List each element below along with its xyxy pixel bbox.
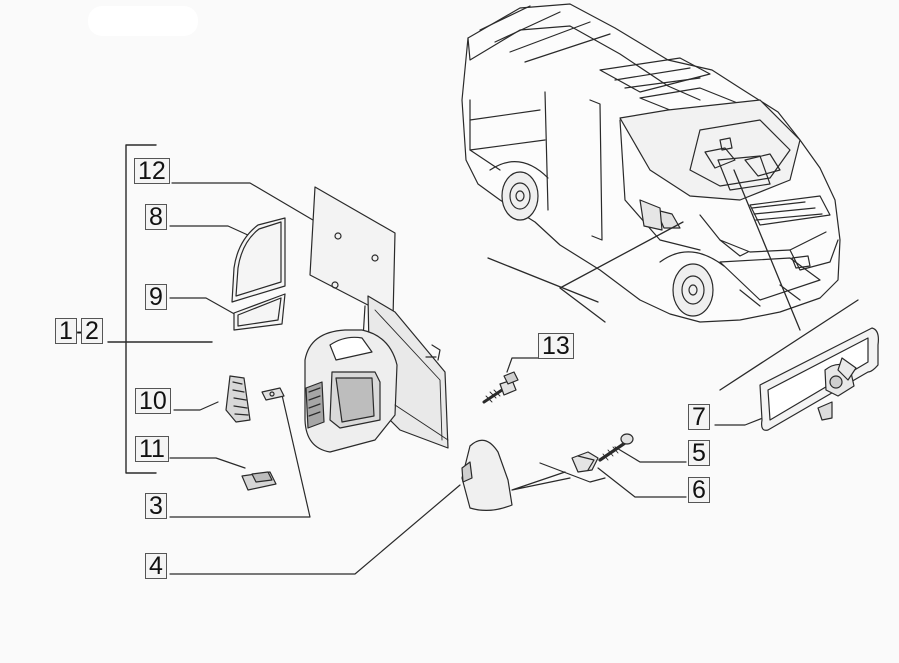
part-12-mounting-plate (309, 186, 396, 319)
part-9-lower-mirror-glass (233, 293, 286, 331)
callout-10: 10 (135, 388, 171, 414)
part-4-base-cover (461, 439, 513, 511)
part-8-upper-mirror-glass (231, 217, 286, 303)
callout-6: 6 (688, 477, 710, 503)
callout-2: 2 (81, 318, 103, 344)
part-5-screw (598, 433, 634, 462)
part-3-bulb (261, 387, 285, 401)
callout-5: 5 (688, 440, 710, 466)
header-blank-area (88, 6, 198, 36)
part-7-interior-mirror (759, 327, 879, 431)
mirror-assembly (304, 295, 449, 453)
callout-1: 1 (55, 318, 77, 344)
callout-11: 11 (135, 436, 169, 462)
callout-3: 3 (145, 493, 167, 519)
van-illustration (461, 3, 841, 323)
callout-9: 9 (145, 284, 167, 310)
van-leaders (487, 169, 859, 391)
callout-range-separator: - (76, 318, 84, 344)
part-13-bolt (482, 371, 519, 404)
callout-7: 7 (688, 404, 710, 430)
callout-4: 4 (145, 553, 167, 579)
part-6-clip (571, 451, 599, 473)
callout-13: 13 (538, 333, 574, 359)
part-11-seal (241, 471, 277, 491)
leader-lines (169, 182, 769, 575)
callout-12: 12 (134, 158, 170, 184)
group-bracket (107, 144, 213, 474)
part-10-side-repeater (225, 375, 251, 423)
callout-8: 8 (145, 204, 167, 230)
